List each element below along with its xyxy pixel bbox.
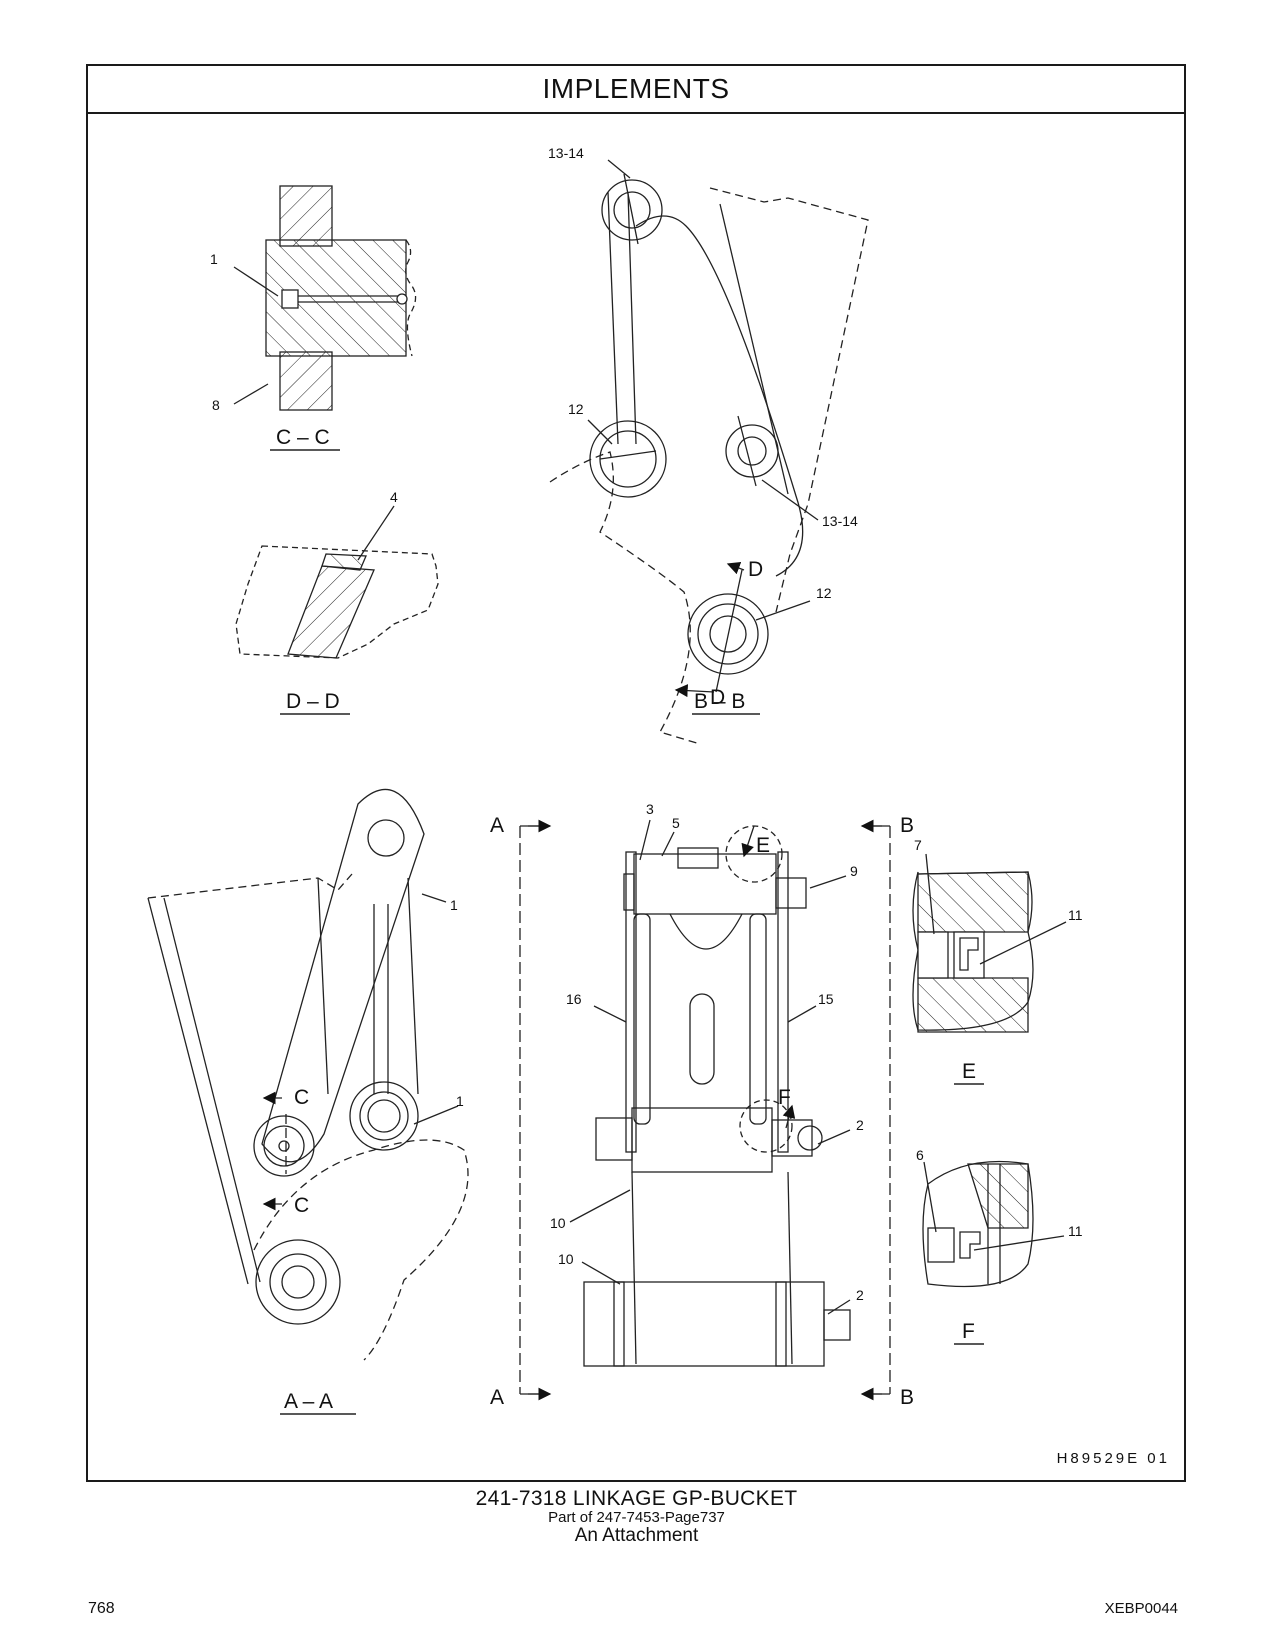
callout-11-e: 11 [1068,907,1083,923]
view-label-cc: C – C [276,426,330,449]
leader-12-bottom [755,600,811,621]
section-marker-c-top: C [294,1086,309,1109]
callout-12-top: 12 [568,401,584,417]
callout-3: 3 [646,801,654,817]
caption-title: 241-7318 LINKAGE GP-BUCKET [475,1487,798,1510]
view-label-aa: A – A [284,1390,333,1413]
parts-illustration: 1 8 4 13-14 12 13-14 12 1 1 3 5 9 16 15 … [147,145,1083,1415]
view-label-e: E [962,1060,976,1083]
leader-1-mid [413,1105,459,1125]
view-label-bb: B – B [694,690,745,713]
section-marker-d-bottom: D [710,686,725,709]
leader-7 [925,853,935,935]
section-dd-drawing [235,545,439,659]
leader-1-cc [233,266,279,297]
callout-8: 8 [212,397,220,413]
leader-12-top [587,419,613,445]
callout-10-bottom: 10 [558,1251,574,1267]
drawing-frame: IMPLEMENTS [86,64,1186,1482]
figure-code: H89529E 01 [1056,1450,1170,1467]
leader-10-top [569,1189,631,1223]
callout-6: 6 [916,1147,924,1163]
section-aa-drawing [147,788,469,1361]
leader-2-top [817,1129,851,1145]
callout-13-14-bottom: 13-14 [822,513,858,529]
header-bar: IMPLEMENTS [88,66,1184,114]
callout-11-f: 11 [1068,1223,1083,1239]
leader-5 [661,831,675,857]
section-marker-d-top: D [748,558,763,581]
leader-13-14-bottom [761,479,819,521]
callout-7: 7 [914,837,922,853]
callout-2-top: 2 [856,1117,864,1133]
document-code: XEBP0044 [1104,1600,1178,1617]
section-marker-a-top: A [490,814,504,837]
callout-10-top: 10 [550,1215,566,1231]
leader-10-bottom [581,1261,621,1285]
section-marker-f: F [778,1086,791,1109]
page-number: 768 [88,1600,115,1617]
callout-16: 16 [566,991,582,1007]
callout-13-14-top: 13-14 [548,145,584,161]
callout-9: 9 [850,863,858,879]
leader-6 [923,1161,937,1233]
view-label-f: F [962,1320,975,1343]
section-marker-e: E [756,834,770,857]
caption-note: An Attachment [574,1525,699,1546]
callout-15: 15 [818,991,834,1007]
leader-1-top [421,893,447,903]
callout-5: 5 [672,815,680,831]
callout-1-top: 1 [450,897,458,913]
figure-caption: 241-7318 LINKAGE GP-BUCKET Part of 247-7… [0,1487,1273,1546]
leader-9 [809,875,847,889]
callout-1-cc: 1 [210,251,218,267]
leader-2-bottom [827,1299,851,1315]
section-marker-b-bottom: B [900,1386,914,1409]
linkage-front-view [519,819,891,1401]
leader-4 [357,505,395,561]
leader-11-f [973,1235,1065,1251]
leader-16 [593,1005,627,1023]
callout-4: 4 [390,489,398,505]
section-marker-c-bottom: C [294,1194,309,1217]
detail-e-drawing [912,871,1034,1033]
section-marker-b-top: B [900,814,914,837]
callout-1-mid: 1 [456,1093,464,1109]
leader-11-e [979,921,1067,965]
leader-8 [233,383,269,405]
page-title: IMPLEMENTS [542,73,730,104]
section-bb-drawing [549,173,869,745]
section-marker-a-bottom: A [490,1386,504,1409]
caption-part-of: Part of 247-7453-Page737 [548,1509,725,1526]
leader-3 [639,819,651,861]
leader-13-14-top [607,159,631,179]
leader-15 [787,1005,817,1023]
detail-f-drawing [922,1160,1034,1288]
callout-12-bottom: 12 [816,585,832,601]
callout-2-bottom: 2 [856,1287,864,1303]
view-label-dd: D – D [286,690,340,713]
section-cc-drawing [265,185,417,411]
